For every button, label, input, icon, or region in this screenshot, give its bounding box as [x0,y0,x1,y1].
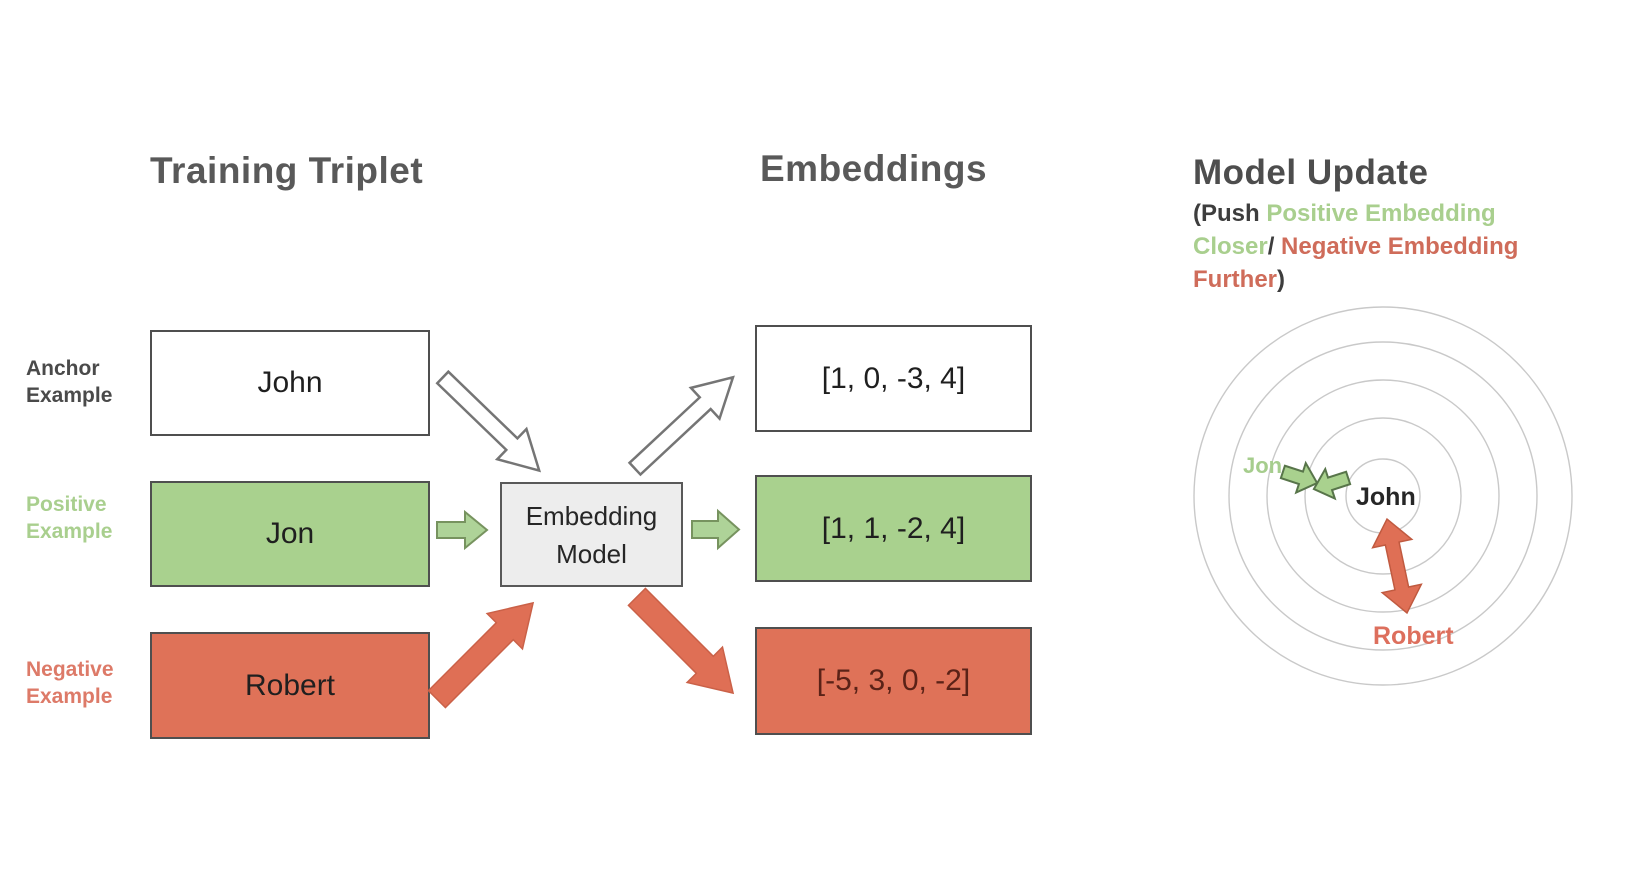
anchor-example-label: Anchor Example [26,355,112,409]
negative-box: Robert [150,632,430,739]
label-line: Positive [26,493,107,516]
positive-to-model-arrow [436,509,489,551]
subtitle-part: / [1267,233,1282,260]
circle-label-robert: Robert [1373,622,1454,650]
label-line: Negative [26,658,114,681]
circle-label-john: John [1356,483,1416,511]
negative-example-label: Negative Example [26,656,114,710]
label-line: Example [26,384,113,407]
label-line: Example [26,685,113,708]
anchor-embedding-value: [1, 0, -3, 4] [821,361,966,395]
anchor-embedding-box: [1, 0, -3, 4] [755,325,1032,432]
embeddings-title: Embeddings [760,148,988,189]
model-to-negative-embedding-arrow [619,579,751,711]
anchor-box: John [150,330,430,436]
label-line: Anchor [26,357,100,380]
positive-example-label: Positive Example [26,491,112,545]
negative-to-model-arrow [419,585,551,717]
pull-closer-arrow-left [1309,463,1353,504]
embedding-model-box: Embedding Model [500,482,683,587]
model-update-subtitle: (Push Positive Embedding Closer/ Negativ… [1193,197,1548,296]
anchor-to-model-arrow [428,362,554,485]
model-to-positive-embedding-arrow [691,508,741,551]
subtitle-part: Positive Embedding Closer [1193,200,1496,260]
similarity-circles [1183,296,1583,696]
subtitle-part: Negative Embedding Further [1193,233,1519,293]
embedding-model-label-line: Model [556,538,627,569]
subtitle-part: ) [1277,266,1285,293]
positive-box: Jon [150,481,430,587]
positive-box-value: Jon [265,517,315,550]
subtitle-part: (Push [1193,200,1267,227]
positive-embedding-value: [1, 1, -2, 4] [821,511,966,545]
model-update-title: Model Update [1193,153,1429,192]
anchor-box-value: John [257,366,323,399]
training-triplet-title: Training Triplet [150,150,424,191]
positive-embedding-box: [1, 1, -2, 4] [755,475,1032,582]
model-to-anchor-embedding-arrow [621,362,748,484]
circle-label-jon: Jon [1243,453,1283,478]
negative-embedding-value: [-5, 3, 0, -2] [816,664,971,697]
embedding-model-label-line: Embedding [525,500,658,531]
pull-closer-arrow-right [1278,457,1322,498]
negative-box-value: Robert [244,668,336,702]
label-line: Example [26,520,113,543]
push-further-arrow [1367,515,1426,617]
negative-embedding-box: [-5, 3, 0, -2] [755,627,1032,735]
